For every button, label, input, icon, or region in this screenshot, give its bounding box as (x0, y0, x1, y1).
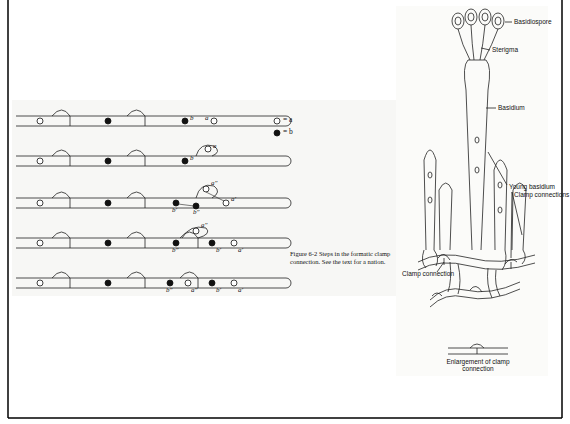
nucleus-label: a′ (231, 196, 236, 204)
nucleus-label: b″ (172, 247, 178, 255)
part-label: Enlargement of clamp connection (442, 358, 514, 372)
nucleus-label: b′ (216, 287, 221, 295)
nucleus-label: a′ (238, 247, 243, 255)
nucleus-label: a′ (238, 287, 243, 295)
nucleus-label: b″ (166, 287, 172, 295)
legend-text: = b (283, 128, 293, 136)
figure-caption: Figure 6-2 Steps in the formatic clamp c… (290, 250, 394, 266)
legend-text: = a (283, 116, 292, 124)
nucleus-label: b (190, 115, 194, 123)
part-label: Clamp connection (402, 270, 454, 277)
part-label: Sterigma (492, 46, 518, 53)
nucleus-label: b′ (216, 247, 221, 255)
part-label: Basidiospore (514, 18, 552, 25)
nucleus-label: a″ (211, 180, 217, 188)
part-label: Clamp connections (514, 191, 569, 198)
nucleus-label: b (190, 155, 194, 163)
nucleus-label: b′ (172, 207, 177, 215)
part-label: Young basidium (509, 183, 555, 190)
nucleus-label: a″ (201, 222, 207, 230)
nucleus-label: a (205, 115, 209, 123)
nucleus-label: a (213, 143, 217, 151)
part-label: Basidium (498, 104, 525, 111)
nucleus-label: b″ (193, 209, 199, 217)
nucleus-label: a″ (191, 287, 197, 295)
